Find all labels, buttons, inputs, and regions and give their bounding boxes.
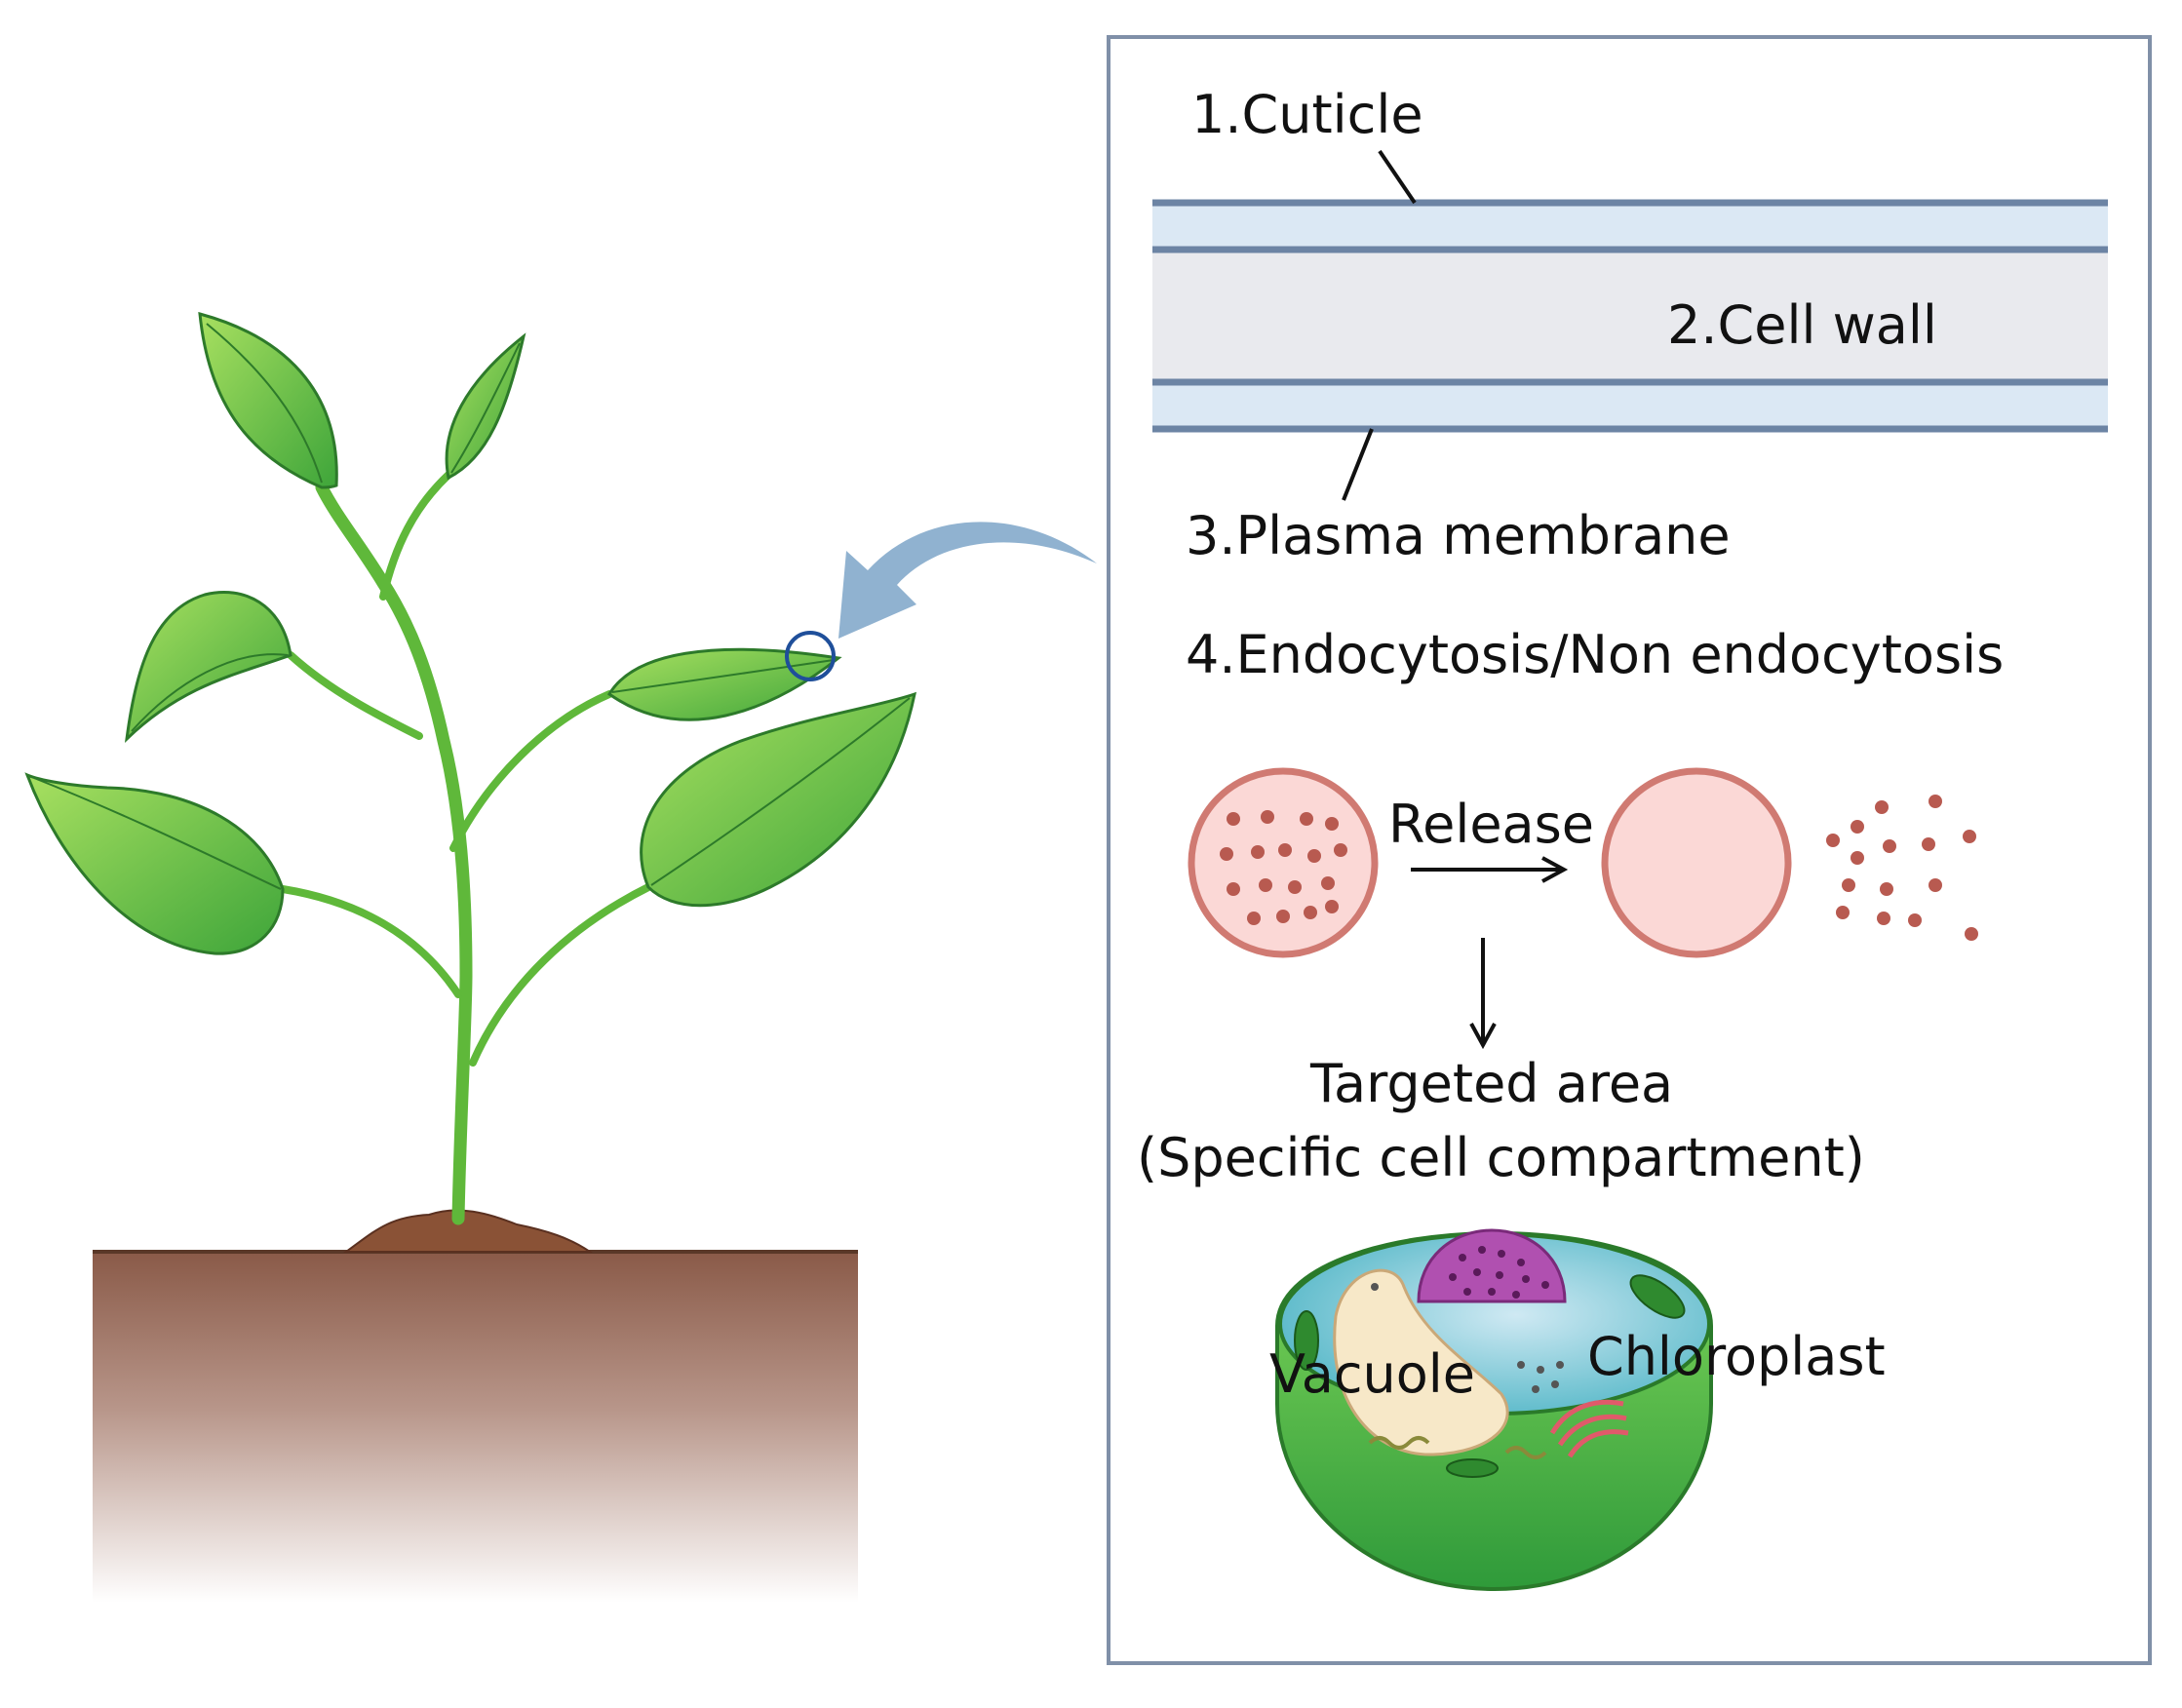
cuticle-label: 1.Cuticle (1191, 84, 1423, 145)
golgi (1549, 1399, 1629, 1458)
vacuole (1333, 1268, 1509, 1456)
curved-arrow-icon (838, 522, 1097, 639)
leaf-surface-layers (1152, 199, 2108, 433)
release-label: Release (1388, 794, 1594, 855)
vesicle-particles (1220, 810, 1347, 925)
targeted-area-sub-label: (Specific cell compartment) (1137, 1127, 1865, 1188)
empty-vesicle (1601, 767, 1792, 958)
plasma-membrane-label: 3.Plasma membrane (1186, 505, 1731, 566)
loaded-vesicle (1188, 767, 1379, 958)
nucleus (1417, 1228, 1567, 1303)
vacuole-label: Vacuole (1269, 1343, 1475, 1405)
soil (93, 1209, 858, 1603)
target-spot-circle (785, 631, 836, 681)
cuticle-leader-line (1378, 149, 1417, 205)
down-arrow-icon (1469, 938, 1497, 1050)
cell-wall-label: 2.Cell wall (1667, 294, 1937, 356)
membrane-leader-line (1342, 428, 1374, 501)
uptake-label: 4.Endocytosis/Non endocytosis (1186, 624, 2004, 685)
targeted-area-label: Targeted area (1309, 1053, 1673, 1114)
plant-cell (1275, 1228, 1713, 1592)
release-arrow-icon (1411, 856, 1569, 883)
chloroplast-label: Chloroplast (1587, 1326, 1886, 1387)
chloroplast (1629, 1274, 1686, 1319)
plant (24, 311, 916, 1225)
released-particles (1826, 795, 1978, 941)
